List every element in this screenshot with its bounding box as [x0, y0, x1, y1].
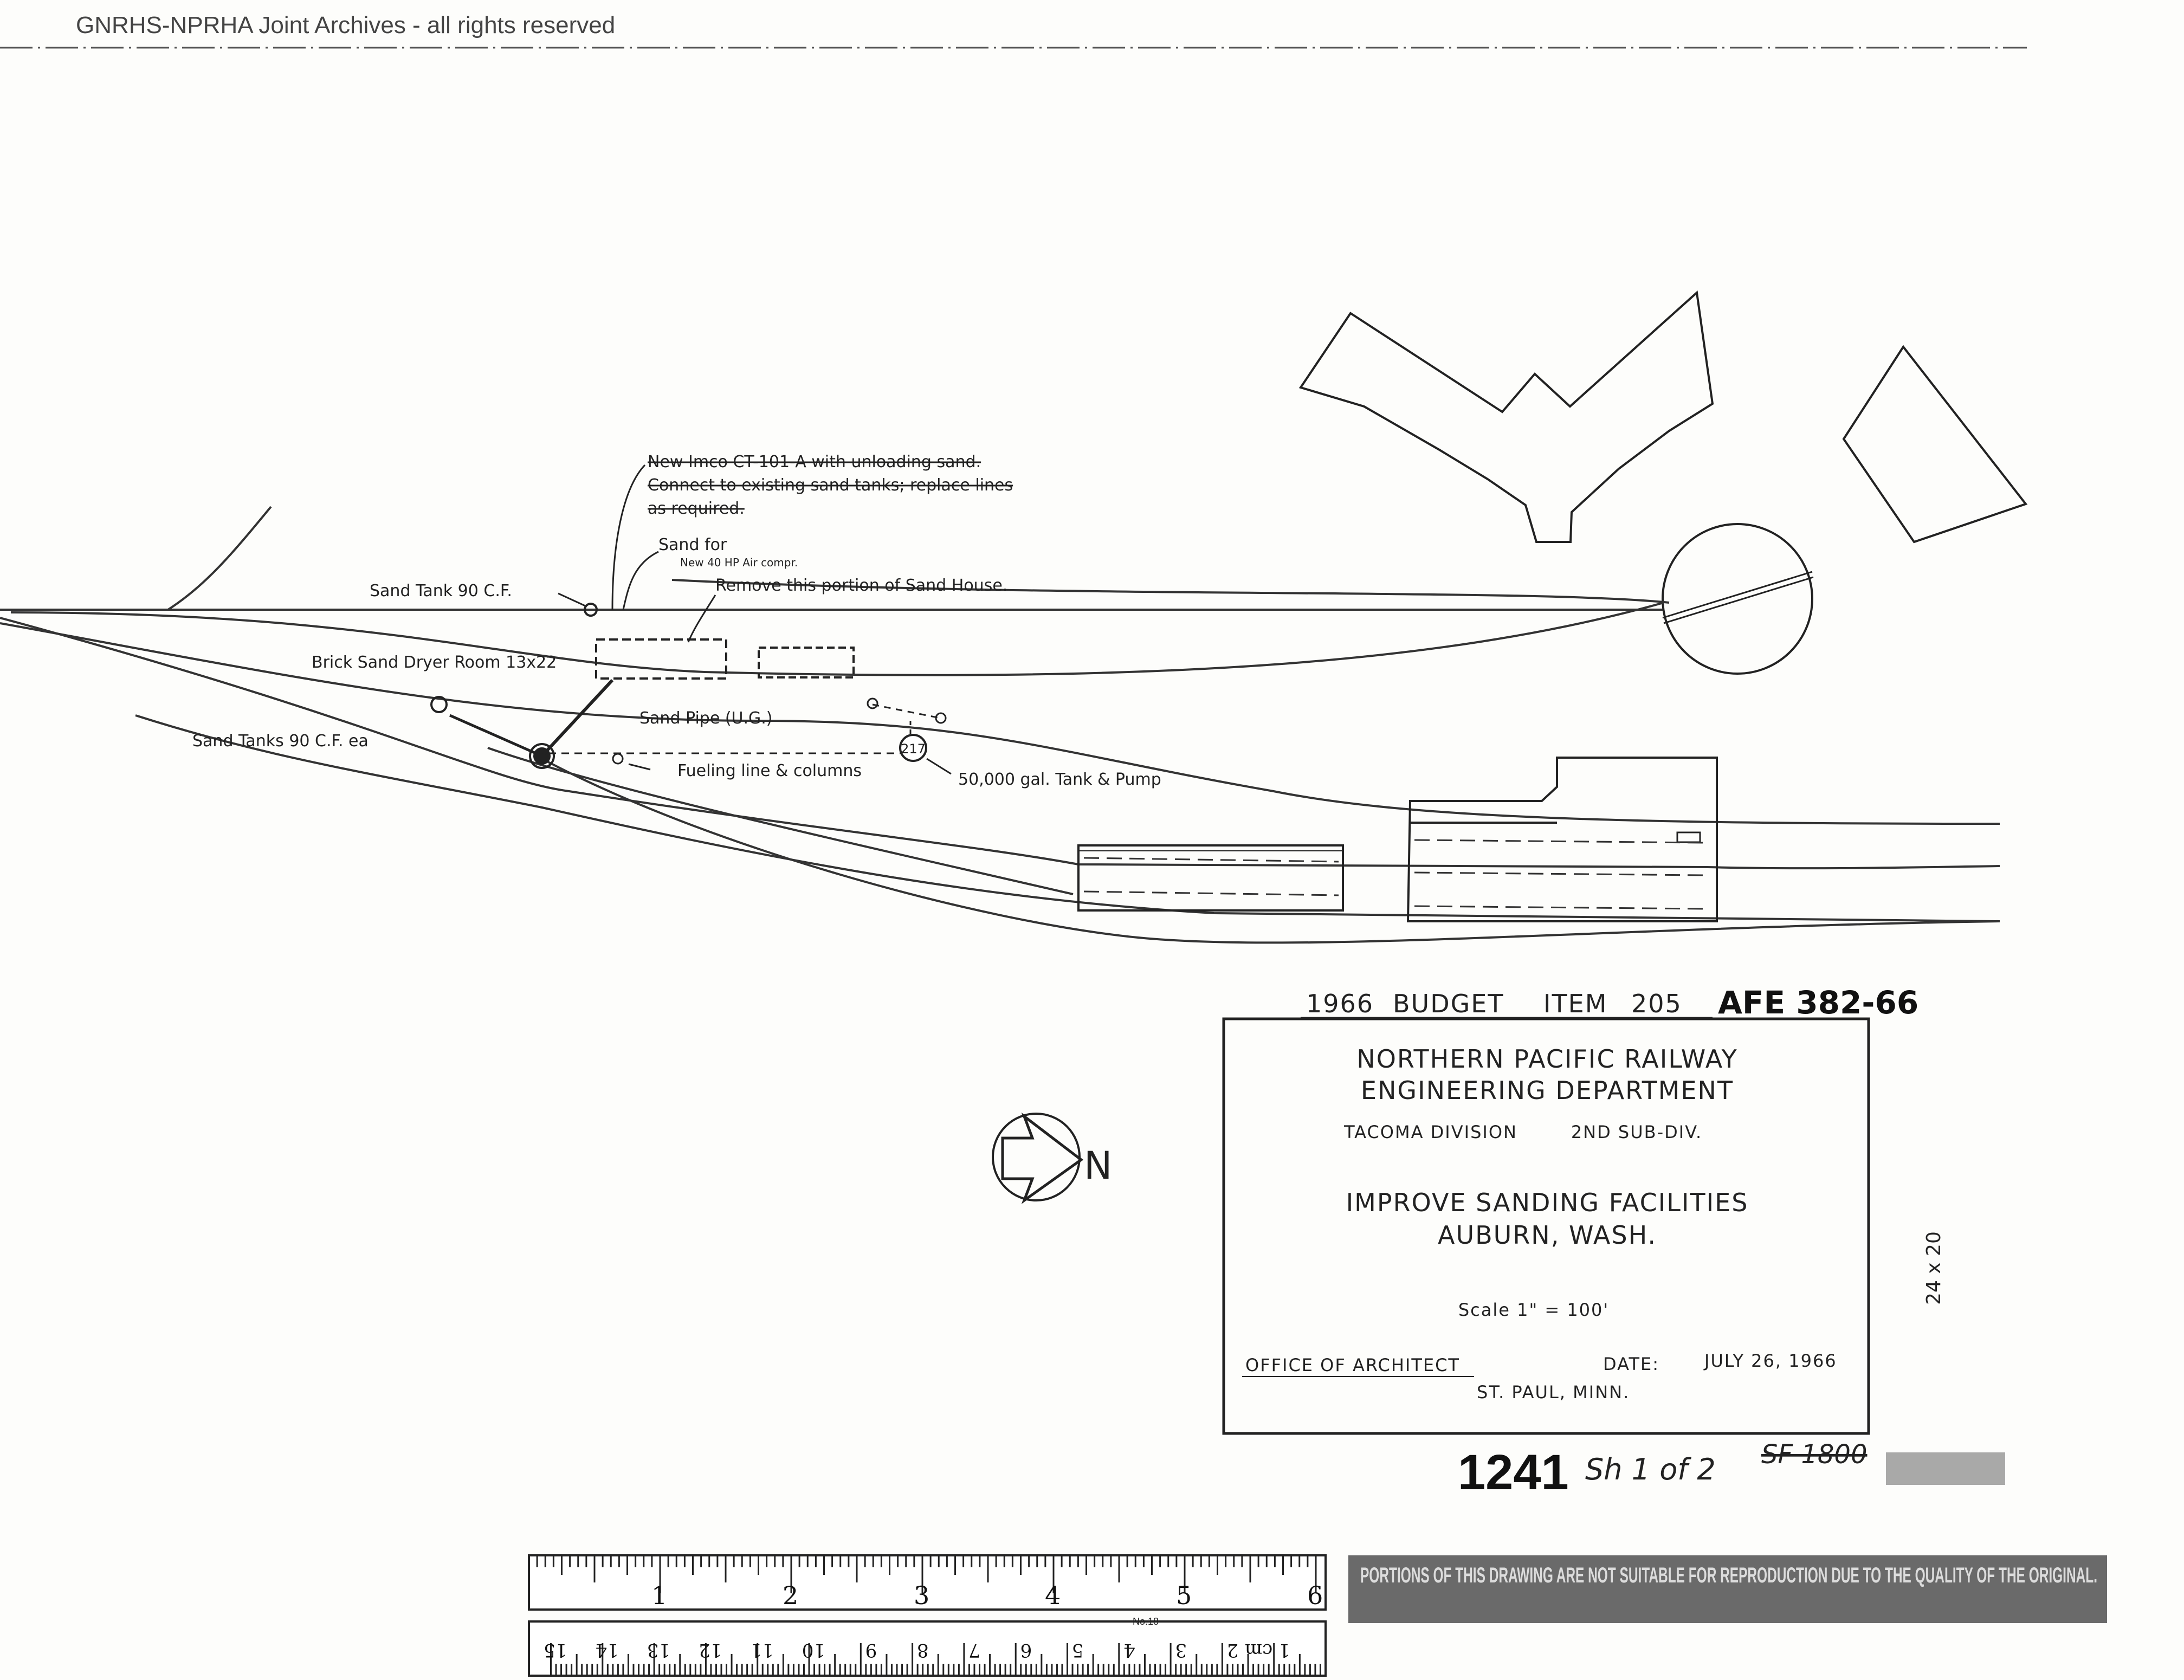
disclaimer-band: PORTIONS OF THIS DRAWING ARE NOT SUITABL…	[1348, 1555, 2107, 1623]
tank-pump-label: 50,000 gal. Tank & Pump	[958, 770, 1161, 789]
title-block: 1966 BUDGET ITEM 205 AFE 382-66 NORTHERN…	[1222, 984, 1918, 1435]
item-number: 205	[1631, 989, 1682, 1018]
date-label: DATE:	[1603, 1354, 1659, 1374]
roundhouse	[1298, 290, 2028, 544]
ruler-inch-label: 5	[1176, 1581, 1192, 1610]
ruler-cm-label: 7	[968, 1639, 980, 1661]
ruler-cm-label: 8	[917, 1639, 929, 1661]
north-arrow: N	[992, 1112, 1112, 1204]
annotations: New Imco CT-101-A with unloading sand. C…	[192, 453, 1161, 789]
ruler-model: No.18	[1133, 1616, 1159, 1627]
remove-sand-house-note: Remove this portion of Sand House.	[715, 576, 1007, 595]
ruler-cm-label: 12	[699, 1639, 722, 1661]
shop-tracks-dashed	[1083, 839, 1705, 910]
railway-name: NORTHERN PACIFIC RAILWAY	[1356, 1044, 1737, 1074]
project-title: IMPROVE SANDING FACILITIES	[1346, 1188, 1749, 1217]
ruler-cm-label: 3	[1175, 1639, 1187, 1661]
shop-building	[1406, 757, 1718, 922]
ruler-inch-label: 4	[1045, 1581, 1061, 1610]
department-name: ENGINEERING DEPARTMENT	[1361, 1076, 1734, 1105]
ruler-cm-label: 2	[1227, 1639, 1239, 1661]
ruler-cm-label: 5	[1072, 1639, 1084, 1661]
ruler-cm-label: 10	[802, 1639, 825, 1661]
disclaimer-text: PORTIONS OF THIS DRAWING ARE NOT SUITABL…	[1360, 1563, 2097, 1587]
fueling-line-label: Fueling line & columns	[677, 761, 862, 780]
fuel-tank-number: 217	[901, 741, 926, 757]
afe-number: AFE 382-66	[1718, 984, 1918, 1021]
brick-sand-dryer-label: Brick Sand Dryer Room 13x22	[312, 653, 557, 672]
sheet-number: Sh 1 of 2	[1585, 1452, 1716, 1487]
struck-number: SF 1800	[1761, 1439, 1868, 1470]
subdivision-name: 2ND SUB-DIV.	[1571, 1122, 1702, 1142]
ruler-cm-label: 6	[1020, 1639, 1032, 1661]
imco-note-line1: New Imco CT-101-A with unloading sand.	[648, 453, 981, 471]
turntable	[1662, 523, 1814, 675]
sheet-size-note: 24 x 20	[1923, 1231, 1945, 1305]
budget-year: 1966	[1306, 989, 1374, 1018]
ruler-cm-label: 1 cm	[1245, 1639, 1290, 1661]
sand-house	[430, 603, 855, 769]
sand-tanks-left-label: Sand Tanks 90 C.F. ea	[192, 732, 369, 751]
budget-word: BUDGET	[1393, 989, 1504, 1018]
drawing-scale: Scale 1" = 100'	[1458, 1300, 1609, 1320]
north-label: N	[1084, 1143, 1112, 1188]
ruler-inch-label: 1	[651, 1581, 667, 1610]
ruler-cm-label: 11	[750, 1639, 773, 1661]
drawing-number: 1241	[1458, 1445, 1569, 1500]
engine-house-building	[1077, 844, 1344, 912]
ruler-cm-label: 14	[596, 1639, 619, 1661]
ruler-inch-label: 3	[914, 1581, 929, 1610]
office-name: OFFICE OF ARCHITECT	[1245, 1355, 1460, 1375]
imco-note-line2: Connect to existing sand tanks; replace …	[648, 476, 1013, 495]
redacted-mark	[1886, 1452, 2005, 1485]
project-location: AUBURN, WASH.	[1438, 1220, 1657, 1250]
sand-for-label: Sand for	[658, 535, 727, 554]
division-name: TACOMA DIVISION	[1343, 1122, 1517, 1142]
sand-tank-top-label: Sand Tank 90 C.F.	[370, 581, 512, 600]
pipelines	[449, 679, 947, 765]
roundhouse-east-stalls	[1842, 345, 2028, 544]
date-value: JULY 26, 1966	[1703, 1351, 1837, 1371]
ruler-cm-label: 9	[865, 1639, 877, 1661]
office-city: ST. PAUL, MINN.	[1477, 1382, 1630, 1403]
fuel-tank-symbol: 217	[899, 734, 927, 762]
shop-buildings	[1077, 757, 1718, 922]
archive-notice: GNRHS-NPRHA Joint Archives - all rights …	[76, 12, 616, 38]
sand-pipe-label: Sand Pipe (U.G.)	[639, 709, 773, 728]
leader-lines	[558, 464, 952, 775]
imco-note-line3: as required.	[648, 499, 745, 518]
ruler-cm-label: 4	[1123, 1639, 1135, 1661]
item-word: ITEM	[1543, 989, 1607, 1018]
ruler-cm-label: 15	[544, 1639, 567, 1661]
ruler-inch-label: 2	[783, 1581, 798, 1610]
roundhouse-main-stalls	[1298, 290, 1714, 543]
title-block-border	[1222, 1017, 1870, 1435]
sand-for-subnote: New 40 HP Air compr.	[680, 556, 798, 569]
ruler-cm-label: 13	[647, 1639, 670, 1661]
track-lines	[0, 506, 2000, 944]
ruler-inch-label: 6	[1307, 1581, 1323, 1610]
